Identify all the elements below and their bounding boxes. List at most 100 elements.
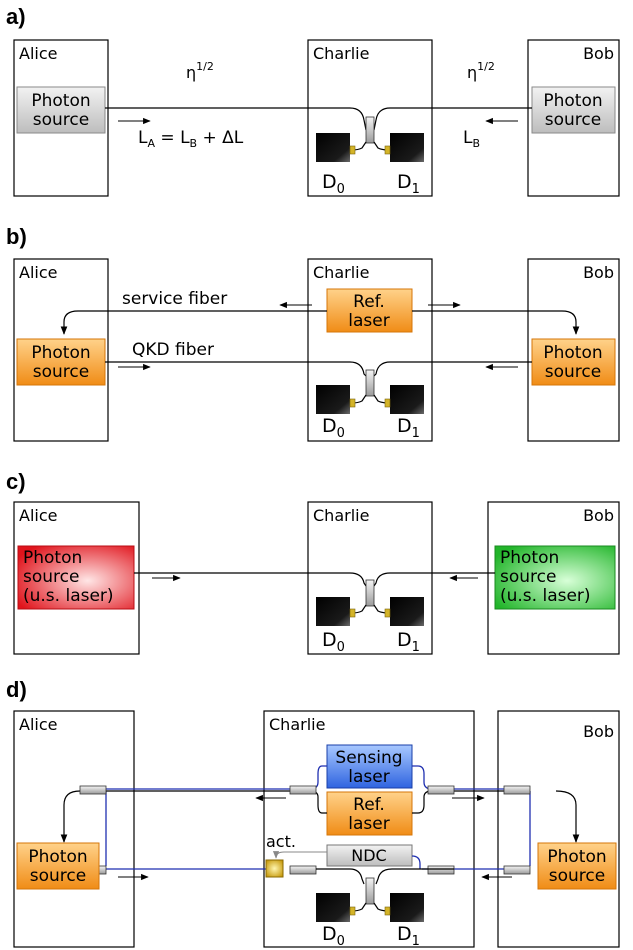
ndc-label: NDC (351, 846, 386, 865)
charlie-title: Charlie (313, 263, 369, 282)
detector-d1 (390, 597, 424, 626)
ref-laser-line1: Ref. (353, 292, 385, 312)
service-fiber-label: service fiber (122, 289, 227, 309)
charlie-title: Charlie (313, 506, 369, 525)
ndc-blue-out (411, 855, 421, 869)
bob-source-line1: Photon (543, 91, 602, 111)
detector-d1 (390, 385, 424, 414)
sensing-out-right (412, 765, 433, 790)
panel-a-label: a) (6, 4, 26, 29)
alice-title: Alice (19, 506, 57, 525)
charlie-title: Charlie (313, 44, 369, 63)
alice-qkd-fiber (316, 868, 365, 885)
alice-source-line2: source (23, 567, 79, 587)
alice-source-line1: Photon (31, 91, 90, 111)
bob-source-line2: source (545, 362, 601, 382)
detector-d1 (390, 133, 424, 162)
bob-title: Bob (583, 263, 614, 282)
detector-d1-port (384, 145, 391, 155)
ref-out-right (412, 790, 433, 814)
ndc-to-actuator-arrow (272, 851, 327, 859)
alice-source-line3: (u.s. laser) (23, 586, 114, 606)
service-fiber-left (60, 310, 327, 335)
bob-coupler-bottom (503, 865, 531, 875)
actuator (265, 859, 284, 878)
alice-photon-source (17, 545, 135, 610)
sensing-laser-line2: laser (348, 767, 389, 787)
bob-title: Bob (583, 44, 614, 63)
detector-d0-port (349, 608, 356, 618)
charlie-coupler-bottom-right (427, 865, 455, 875)
alice-box (13, 710, 135, 948)
bob-photon-source (537, 842, 617, 890)
detector-d0-port (349, 398, 356, 408)
alice-photon-source (16, 842, 100, 890)
bob-source-line3: (u.s. laser) (500, 586, 591, 606)
service-fiber-right (412, 310, 580, 335)
sensing-laser (326, 744, 413, 789)
bob-photon-source (494, 545, 616, 610)
alice-title: Alice (19, 263, 57, 282)
sensing-laser-line1: Sensing (335, 748, 402, 768)
beamsplitter-coupler (365, 369, 375, 397)
beamsplitter-coupler (365, 116, 375, 144)
charlie-coupler-bottom-left (289, 865, 317, 875)
ref-laser-line2: laser (348, 814, 389, 834)
panel-b-label: b) (6, 224, 27, 249)
lb-label: LB (463, 128, 480, 150)
alice-qkd-fiber (105, 361, 367, 377)
reference-laser (326, 288, 413, 333)
alice-fiber (134, 572, 367, 587)
detector-d0-port (349, 906, 356, 916)
alice-title: Alice (19, 44, 57, 63)
eta-right-label: η1/2 (467, 60, 495, 82)
charlie-coupler-top-left (289, 785, 317, 795)
bob-source-line1: Photon (500, 548, 559, 568)
detector-d1-port (384, 608, 391, 618)
bob-fiber (373, 107, 532, 131)
panel-d-label: d) (6, 677, 27, 702)
alice-source-line2: source (33, 110, 89, 130)
alice-fiber (105, 107, 367, 131)
detector-d0 (316, 133, 350, 162)
actuator-label: act. (266, 832, 296, 851)
bob-service-branch (555, 790, 580, 843)
qkd-fiber-label: QKD fiber (132, 340, 214, 360)
bob-box (497, 710, 620, 948)
panel-b: b) Alice Charlie Bob Ref. laser service … (6, 224, 620, 442)
bob-source-line2: source (500, 567, 556, 587)
bob-photon-source (531, 338, 616, 386)
charlie-title: Charlie (269, 715, 325, 734)
panel-c: c) Alice Charlie Bob Photon source (u.s.… (6, 469, 620, 655)
beamsplitter-coupler (365, 579, 375, 607)
detector-d0 (316, 597, 350, 626)
ref-laser-line2: laser (348, 311, 389, 331)
bob-title: Bob (583, 506, 614, 525)
beamsplitter-coupler (365, 877, 375, 905)
charlie-box (307, 501, 433, 655)
eta-left-label: η1/2 (186, 60, 214, 82)
bob-photon-source (531, 86, 616, 134)
alice-service-branch (60, 790, 81, 843)
panel-a: a) Alice Charlie Bob Photon source Photo… (6, 4, 620, 197)
bob-source-line2: source (545, 110, 601, 130)
ref-laser-line1: Ref. (353, 795, 385, 815)
bob-qkd-fiber (375, 868, 454, 885)
alice-source-line2: source (30, 866, 86, 886)
bob-source-line2: source (549, 866, 605, 886)
alice-photon-source (16, 86, 106, 134)
alice-source-line1: Photon (28, 847, 87, 867)
detector-d1-port (384, 906, 391, 916)
bob-fiber (373, 572, 495, 587)
alice-coupler-top (79, 785, 107, 795)
detector-d0-port (349, 145, 356, 155)
bob-qkd-fiber (373, 361, 532, 377)
detector-d1 (390, 893, 424, 922)
panel-d: d) Alice Charlie Bob Sensing laser Ref. … (6, 677, 620, 949)
alice-source-line1: Photon (31, 343, 90, 363)
la-formula-label: LA = LB + ΔL (138, 128, 244, 150)
bob-coupler-top (503, 785, 531, 795)
detector-d0 (316, 385, 350, 414)
bob-source-line1: Photon (543, 343, 602, 363)
